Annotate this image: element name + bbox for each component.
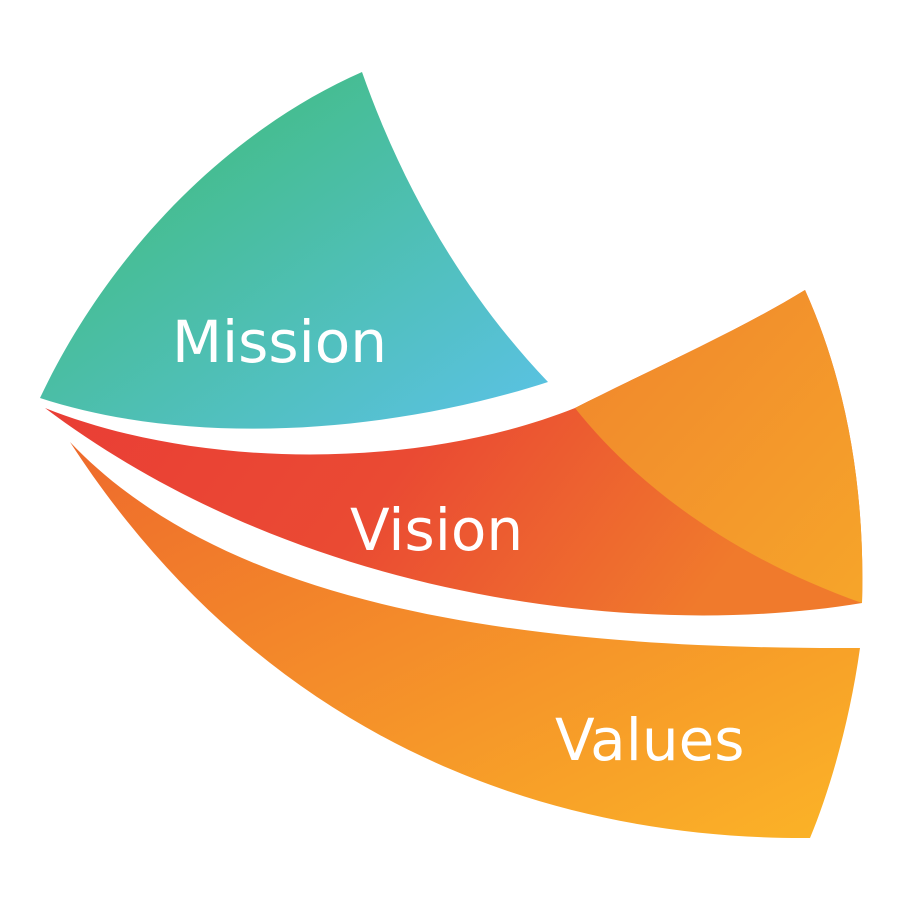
- values-segment: Values: [70, 442, 860, 839]
- vision-highlight-shape: [575, 290, 863, 603]
- vision-segment: Vision: [45, 290, 863, 616]
- mission-shape: [40, 72, 548, 429]
- vision-label: Vision: [350, 496, 523, 564]
- mission-segment: Mission: [40, 72, 548, 429]
- mission-label: Mission: [172, 308, 387, 376]
- values-shape: [70, 442, 860, 839]
- values-label: Values: [555, 706, 745, 774]
